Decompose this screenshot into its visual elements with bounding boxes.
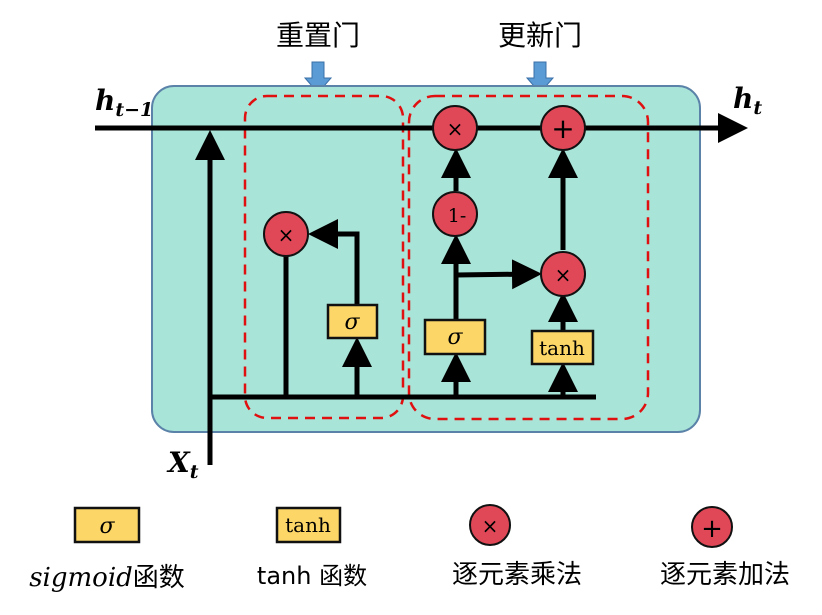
svg-text:+: + [701,514,723,544]
svg-text:×: × [447,117,464,141]
svg-text:×: × [482,514,499,538]
svg-text:+: + [551,112,574,145]
legend-sigmoid: σ sigmoid函数 [29,506,185,593]
h-out-label: ht [733,82,762,119]
legend-tanh: tanh tanh 函数 [257,506,367,590]
svg-text:tanh 函数: tanh 函数 [257,562,367,590]
legend-multiply: × 逐元素乘法 [452,504,582,590]
add-node: + [540,105,586,151]
candidate-multiply-node: × [540,251,586,297]
reset-multiply-node: × [263,211,309,257]
svg-text:逐元素加法: 逐元素加法 [660,560,790,590]
svg-text:σ: σ [99,514,115,539]
one-minus-node: 1- [432,191,478,237]
reset-gate-title: 重置门 [276,19,360,52]
svg-text:σ: σ [344,310,360,335]
svg-text:1-: 1- [448,205,467,227]
svg-text:σ: σ [447,325,463,350]
svg-text:×: × [555,263,572,287]
legend-add: + 逐元素加法 [660,506,790,590]
branch-to-mult [455,259,542,290]
h-prev-label: ht−1 [95,84,153,121]
svg-text:sigmoid函数: sigmoid函数 [29,563,185,593]
svg-text:tanh: tanh [539,336,585,360]
svg-text:×: × [278,223,295,247]
svg-text:tanh: tanh [285,513,331,537]
svg-text:逐元素乘法: 逐元素乘法 [452,560,582,590]
tanh-gate: tanh [530,329,595,366]
reset-sigma-gate: σ [326,303,379,340]
x-input-label: Xt [166,446,199,483]
update-sigma-gate: σ [423,318,487,356]
reset-gate-region [243,94,405,420]
update-gate-title: 更新门 [498,19,582,52]
update-multiply-node: × [432,105,478,151]
gru-cell [151,85,701,433]
reset-sigma-output [308,219,360,305]
update-gate-region [407,94,650,421]
